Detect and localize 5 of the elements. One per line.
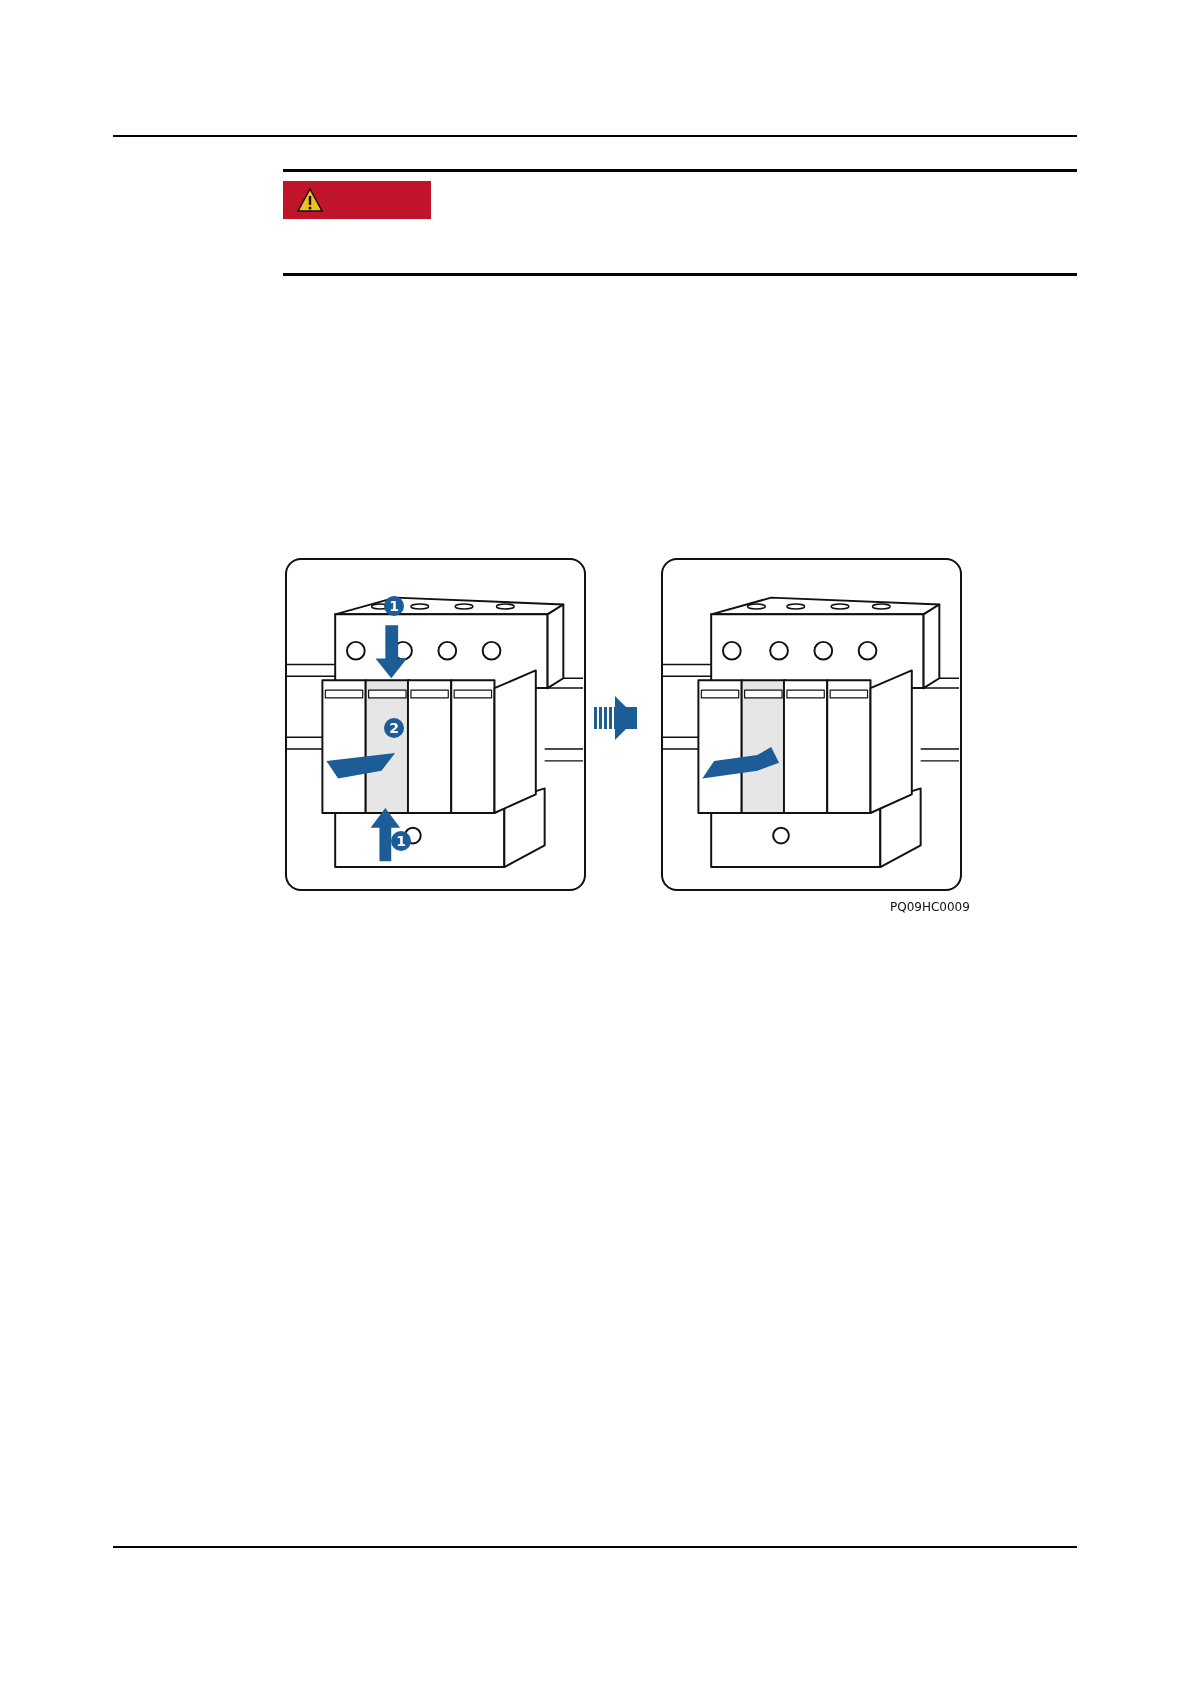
illustration-panel bbox=[285, 558, 586, 891]
callout-number: 1 bbox=[384, 596, 404, 616]
process-arrow bbox=[594, 696, 637, 740]
drawing-code: PQ09HC0009 bbox=[890, 900, 970, 914]
illustration-panel bbox=[661, 558, 962, 891]
